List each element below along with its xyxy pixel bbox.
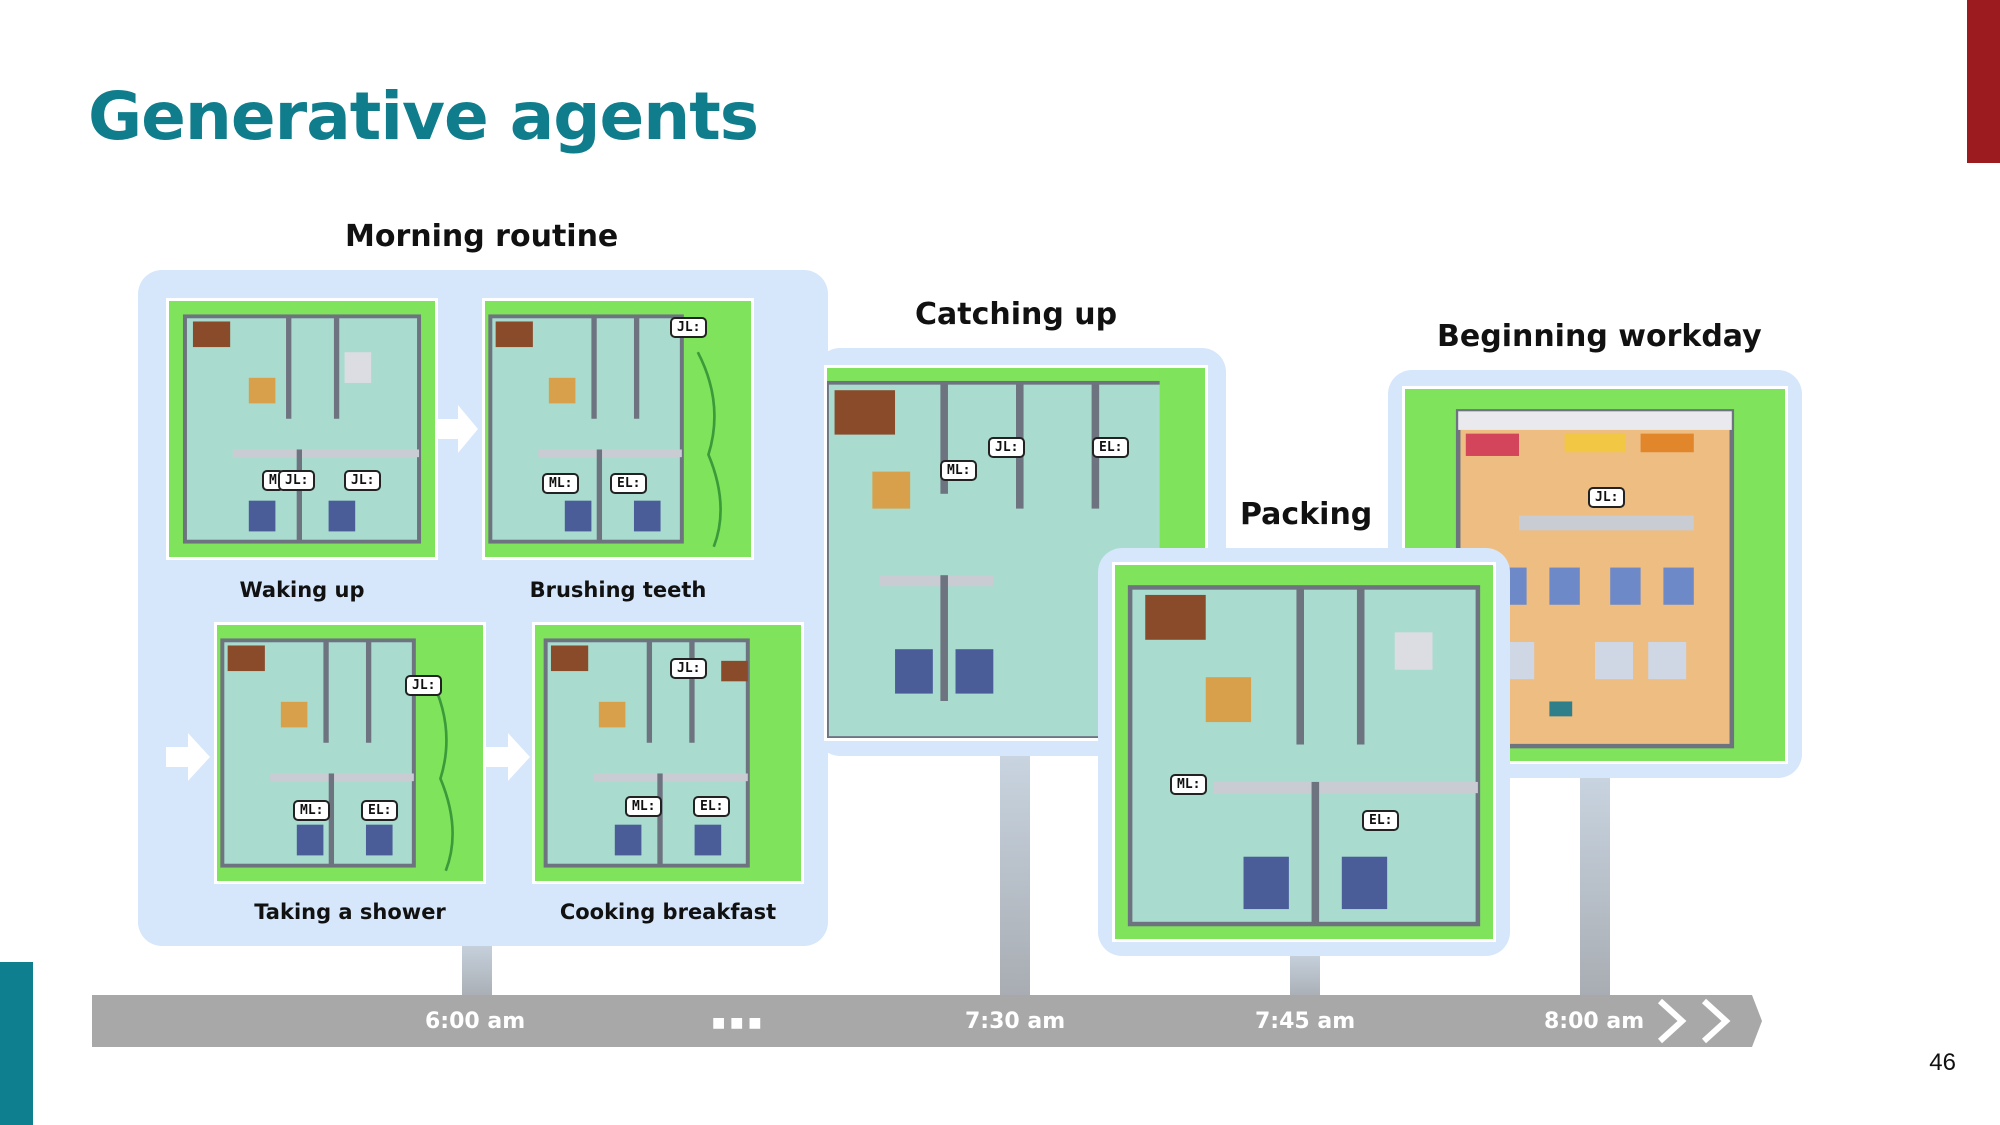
speech-bubble: ML: [293, 800, 331, 821]
speech-bubble: EL: [693, 796, 731, 817]
speech-bubble: JL: [988, 437, 1026, 458]
speech-bubble: ML: [1170, 774, 1208, 795]
speech-bubble: EL: [1362, 810, 1400, 831]
scene-packing [1112, 562, 1496, 942]
timeline-label-730: 7:30 am [965, 1009, 1066, 1034]
house-floorplan-image [488, 314, 722, 548]
section-title-catching-up: Catching up [915, 297, 1118, 332]
timeline-ellipsis: ■ ■ ■ [712, 1015, 762, 1031]
caption-waking-up: Waking up [239, 578, 365, 602]
house-floorplan-image [220, 638, 454, 872]
house-floorplan-image [182, 314, 422, 544]
arrow-right-icon [166, 733, 210, 781]
bottom-left-accent-bar [0, 962, 33, 1125]
connector-morning [462, 940, 492, 1000]
slide-title: Generative agents [88, 78, 759, 155]
arrow-right-icon [486, 733, 530, 781]
speech-bubble: JL: [344, 470, 382, 491]
timeline-label-600: 6:00 am [425, 1009, 526, 1034]
house-floorplan-image [543, 638, 750, 868]
speech-bubble: EL: [1092, 437, 1130, 458]
house-floorplan-image [1127, 585, 1481, 927]
scene-cooking-breakfast [532, 622, 804, 884]
arrow-right-icon [438, 405, 478, 453]
speech-bubble: EL: [361, 800, 399, 821]
speech-bubble: JL: [405, 675, 443, 696]
section-title-morning: Morning routine [345, 219, 619, 254]
caption-brushing-teeth: Brushing teeth [529, 578, 707, 602]
speech-bubble: ML: [542, 473, 580, 494]
connector-workday [1580, 775, 1610, 1000]
connector-packing [1290, 950, 1320, 1000]
section-title-beginning-workday: Beginning workday [1437, 319, 1762, 354]
speech-bubble: ML: [625, 796, 663, 817]
speech-bubble: JL: [1588, 487, 1626, 508]
speech-bubble: JL: [670, 317, 708, 338]
connector-catching [1000, 755, 1030, 1000]
speech-bubble: EL: [610, 473, 648, 494]
top-right-accent-bar [1967, 0, 2000, 163]
scene-waking-up [166, 298, 438, 560]
speech-bubble: JL: [670, 658, 708, 679]
section-title-packing: Packing [1240, 497, 1373, 532]
page-number: 46 [1929, 1049, 1956, 1076]
timeline-label-745: 7:45 am [1255, 1009, 1356, 1034]
scene-taking-shower [214, 622, 486, 884]
timeline-label-800: 8:00 am [1544, 1009, 1645, 1034]
caption-taking-shower: Taking a shower [254, 900, 446, 924]
speech-bubble: ML: [940, 460, 978, 481]
caption-cooking-breakfast: Cooking breakfast [559, 900, 777, 924]
timeline-arrow [92, 995, 1762, 1047]
scene-brushing-teeth [482, 298, 754, 560]
speech-bubble: JL: [278, 470, 316, 491]
